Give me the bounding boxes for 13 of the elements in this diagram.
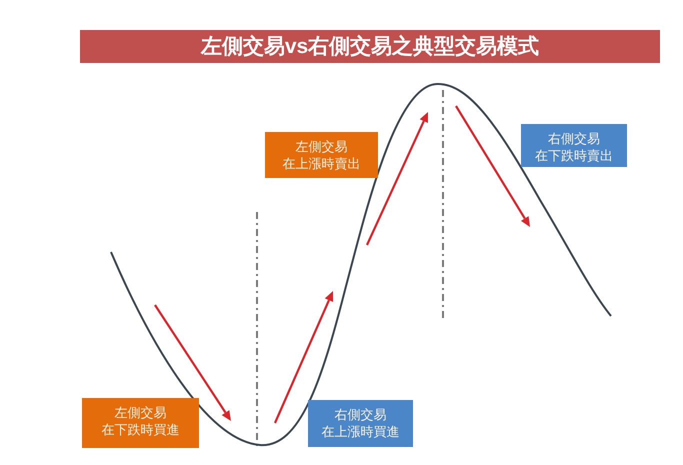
strategy-action-text: 在下跌時賣出 xyxy=(535,147,613,164)
strategy-action-text: 在上漲時賣出 xyxy=(282,155,360,172)
strategy-heading: 右側交易 xyxy=(334,406,386,423)
strategy-heading: 左側交易 xyxy=(114,404,166,421)
strategy-heading: 左側交易 xyxy=(296,138,348,155)
strategy-action-text: 在上漲時買進 xyxy=(322,423,400,440)
strategy-label-panel xyxy=(521,124,627,167)
strategy-action-text: 在下跌時買進 xyxy=(102,421,180,438)
diagram-title: 左側交易vs右側交易之典型交易模式 xyxy=(200,35,540,59)
strategy-label-panel xyxy=(308,400,413,447)
strategy-label-panel xyxy=(82,398,199,448)
strategy-label-panel xyxy=(265,132,378,178)
strategy-heading: 右側交易 xyxy=(548,130,600,147)
